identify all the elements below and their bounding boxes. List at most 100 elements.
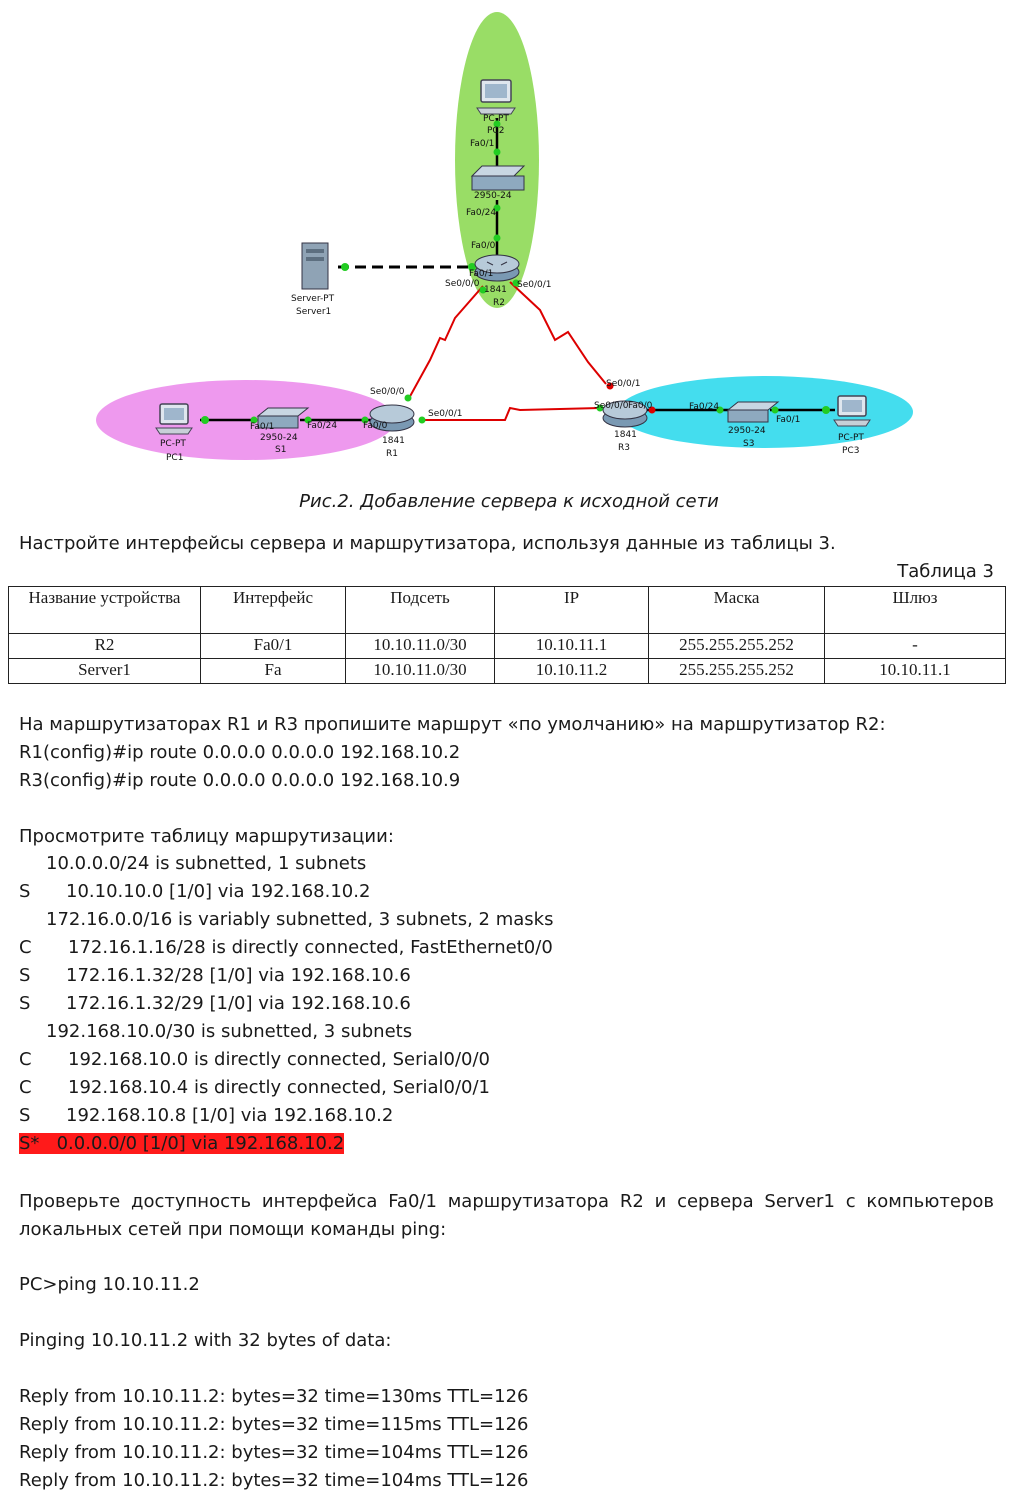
default-route-text: На маршрутизаторах R1 и R3 пропишите мар…	[19, 714, 886, 735]
router-r3-model-label: 1841	[614, 430, 637, 440]
port-label: Fa0/24	[307, 421, 337, 431]
table-cell: R2	[8, 633, 201, 659]
table-header-cell: Интерфейс	[200, 586, 346, 634]
table-cell: 10.10.11.1	[494, 633, 649, 659]
route-line: 192.168.10.4 is directly connected, Seri…	[68, 1077, 491, 1098]
port-label: Fa0/0	[363, 421, 388, 431]
server-icon[interactable]	[301, 242, 329, 290]
table-header-cell: IP	[494, 586, 649, 634]
table-row: Server1 Fa 10.10.11.0/30 10.10.11.2 255.…	[8, 658, 1006, 684]
route-line: 172.16.1.32/28 [1/0] via 192.168.10.6	[66, 965, 411, 986]
port-label: Se0/0/0	[370, 387, 405, 397]
route-code: S	[19, 993, 31, 1014]
switch-s3-icon[interactable]	[726, 401, 780, 423]
pc1-type-label: PC-PT	[160, 439, 186, 449]
switch-s1-name-label: S1	[275, 445, 286, 455]
router-r2-name-label: R2	[493, 298, 505, 308]
table-cell: 10.10.11.0/30	[345, 633, 495, 659]
reply-line: Reply from 10.10.11.2: bytes=32 time=104…	[19, 1470, 529, 1491]
switch-s3-model-label: 2950-24	[728, 426, 766, 436]
table-header-cell: Шлюз	[824, 586, 1006, 634]
pc3-name-label: PC3	[842, 446, 859, 456]
port-label: Fa0/1	[776, 415, 800, 425]
router-r1-name-label: R1	[386, 449, 398, 459]
port-label: Se0/0/1	[606, 379, 641, 389]
pc1-name-label: PC1	[166, 453, 183, 463]
table-header-row: Название устройства Интерфейс Подсеть IP…	[8, 586, 1006, 634]
port-label: Se0/0/0	[594, 401, 629, 411]
ping-command: PC>ping 10.10.11.2	[19, 1274, 200, 1295]
port-label: Fa0/24	[689, 402, 719, 412]
table-cell: Fa0/1	[200, 633, 346, 659]
route-line: 192.168.10.8 [1/0] via 192.168.10.2	[66, 1105, 394, 1126]
table-3: Название устройства Интерфейс Подсеть IP…	[8, 586, 1006, 684]
pc3-type-label: PC-PT	[838, 433, 864, 443]
pc2-icon[interactable]	[476, 79, 516, 115]
router-r2-icon[interactable]	[474, 254, 520, 282]
command-line: R1(config)#ip route 0.0.0.0 0.0.0.0 192.…	[19, 742, 461, 763]
route-code: S	[19, 881, 31, 902]
pc2-name-label: PC2	[487, 126, 504, 136]
port-label: Fa0/24	[466, 208, 496, 218]
table-cell: 255.255.255.252	[648, 658, 825, 684]
router-r1-icon[interactable]	[369, 404, 415, 432]
figure-caption: Рис.2. Добавление сервера к исходной сет…	[299, 491, 719, 512]
route-code: C	[19, 1077, 32, 1098]
route-line: 192.168.10.0 is directly connected, Seri…	[68, 1049, 491, 1070]
router-r2-model-label: 1841	[484, 285, 507, 295]
route-line: 192.168.10.0/30 is subnetted, 3 subnets	[46, 1021, 413, 1042]
server-type-label: Server-PT	[291, 294, 335, 304]
pc2-type-label: PC-PT	[483, 114, 509, 124]
table-cell: Fa	[200, 658, 346, 684]
network-topology-diagram: PC-PT PC2 Fa0/1 2950-24 Fa0/24 Fa0/0 Fa0…	[96, 12, 913, 463]
port-label: Fa0/1	[470, 139, 494, 149]
reply-line: Reply from 10.10.11.2: bytes=32 time=130…	[19, 1386, 529, 1407]
switch-s1-icon[interactable]	[256, 407, 310, 429]
pc1-icon[interactable]	[155, 403, 193, 435]
default-route-highlight: S* 0.0.0.0/0 [1/0] via 192.168.10.2	[19, 1133, 345, 1154]
reply-line: Reply from 10.10.11.2: bytes=32 time=115…	[19, 1414, 529, 1435]
pc3-icon[interactable]	[833, 395, 871, 427]
route-line: 172.16.1.16/28 is directly connected, Fa…	[68, 937, 553, 958]
router-r1-model-label: 1841	[382, 436, 405, 446]
route-code: C	[19, 1049, 32, 1070]
port-label: Se0/0/1	[428, 409, 463, 419]
switch2-model-label: 2950-24	[474, 191, 512, 201]
port-label: Fa0/0	[628, 401, 653, 411]
route-line: 172.16.0.0/16 is variably subnetted, 3 s…	[46, 909, 554, 930]
route-line: 10.10.10.0 [1/0] via 192.168.10.2	[66, 881, 371, 902]
route-line: 10.0.0.0/24 is subnetted, 1 subnets	[46, 853, 367, 874]
switch-s1-model-label: 2950-24	[260, 433, 298, 443]
routing-table-title: Просмотрите таблицу маршрутизации:	[19, 826, 394, 847]
table-cell: 10.10.11.1	[824, 658, 1006, 684]
table-row: R2 Fa0/1 10.10.11.0/30 10.10.11.1 255.25…	[8, 633, 1006, 659]
router-r3-name-label: R3	[618, 443, 630, 453]
switch2-icon[interactable]	[470, 165, 526, 191]
intro-text: Настройте интерфейсы сервера и маршрутиз…	[19, 533, 836, 554]
router-r3-icon[interactable]	[602, 400, 648, 428]
table-cell: 10.10.11.2	[494, 658, 649, 684]
table-cell: 10.10.11.0/30	[345, 658, 495, 684]
table-header-cell: Название устройства	[8, 586, 201, 634]
port-label: Se0/0/1	[517, 280, 552, 290]
port-lights	[201, 120, 830, 424]
ping-instruction: Проверьте доступность интерфейса Fa0/1 м…	[19, 1191, 994, 1240]
switch-s3-name-label: S3	[743, 439, 754, 449]
serial-links	[407, 281, 607, 421]
reply-line: Reply from 10.10.11.2: bytes=32 time=104…	[19, 1442, 529, 1463]
table-cell: Server1	[8, 658, 201, 684]
table-header-cell: Маска	[648, 586, 825, 634]
table-header-cell: Подсеть	[345, 586, 495, 634]
table-cell: 255.255.255.252	[648, 633, 825, 659]
port-label: Fa0/1	[469, 269, 493, 279]
table-caption: Таблица 3	[897, 561, 994, 582]
server-name-label: Server1	[296, 307, 331, 317]
command-line: R3(config)#ip route 0.0.0.0 0.0.0.0 192.…	[19, 770, 461, 791]
route-line: 172.16.1.32/29 [1/0] via 192.168.10.6	[66, 993, 411, 1014]
route-code: S	[19, 1105, 31, 1126]
table-cell: -	[824, 633, 1006, 659]
route-code: C	[19, 937, 32, 958]
port-label: Fa0/0	[471, 241, 496, 251]
port-label: Fa0/1	[250, 422, 274, 432]
route-code: S	[19, 965, 31, 986]
